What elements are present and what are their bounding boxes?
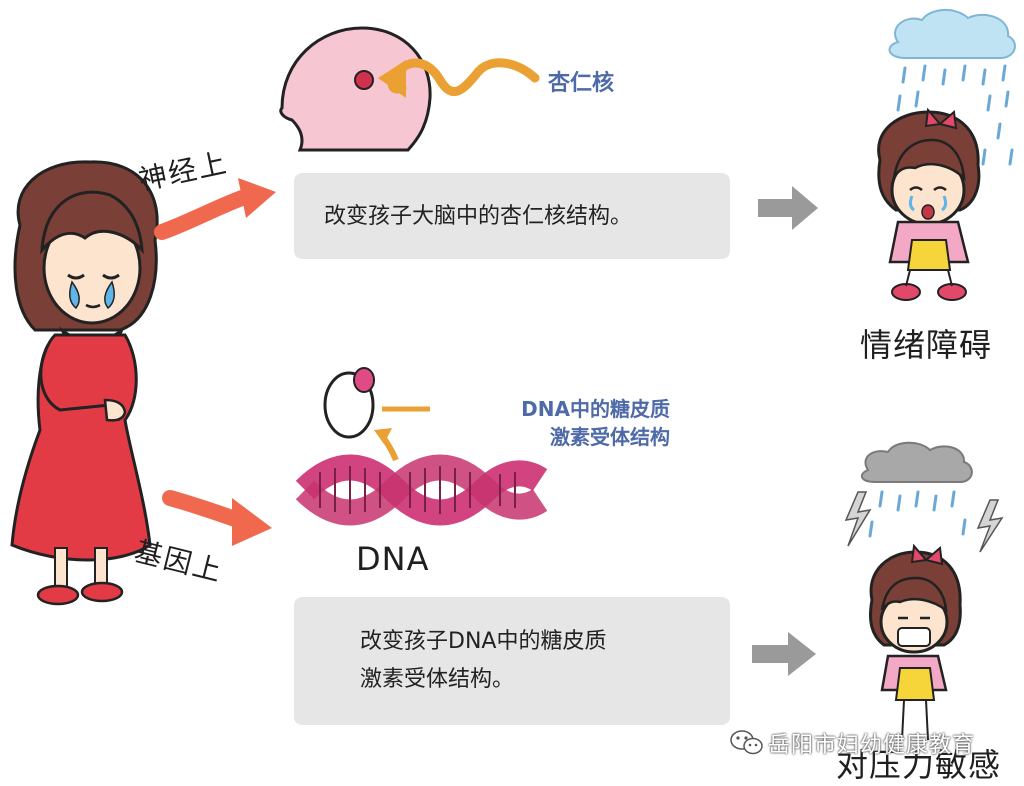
stressed-girl-illustration xyxy=(869,543,962,741)
cell-receptor-illustration xyxy=(323,367,430,462)
dna-label: DNA xyxy=(356,540,430,578)
emotional-disorder-label: 情绪障碍 xyxy=(860,326,993,364)
receptor-label: DNA中的糖皮质 激素受体结构 xyxy=(440,395,670,451)
pregnant-mother-illustration xyxy=(10,160,159,606)
dna-helix-illustration xyxy=(295,454,548,526)
head-silhouette-illustration xyxy=(279,26,432,152)
receptor-label-line1: DNA中的糖皮质 xyxy=(521,397,670,421)
amygdala-pointer-arrow xyxy=(378,58,540,98)
red-arrow-genetic xyxy=(162,490,272,546)
stress-sensitive-label: 对压力敏感 xyxy=(836,746,1002,784)
rain-cloud-illustration xyxy=(888,9,1016,166)
gray-arrow-top xyxy=(758,186,818,230)
neural-effect-text: 改变孩子大脑中的杏仁核结构。 xyxy=(324,204,633,229)
wechat-icon xyxy=(730,730,763,755)
genetic-effect-line1: 改变孩子DNA中的糖皮质 xyxy=(360,629,607,654)
watermark-text: 岳阳市妇幼健康教育 xyxy=(768,733,976,758)
storm-cloud-illustration xyxy=(844,441,1004,553)
gray-arrow-bottom xyxy=(752,632,816,676)
genetic-effect-box: 改变孩子DNA中的糖皮质 激素受体结构。 xyxy=(294,597,730,725)
neural-effect-box: 改变孩子大脑中的杏仁核结构。 xyxy=(294,173,730,259)
receptor-label-line2: 激素受体结构 xyxy=(550,425,670,449)
genetic-effect-line2: 激素受体结构。 xyxy=(360,667,515,692)
red-arrow-neural xyxy=(154,178,276,240)
crying-girl-illustration xyxy=(877,107,981,301)
amygdala-label: 杏仁核 xyxy=(548,71,615,96)
